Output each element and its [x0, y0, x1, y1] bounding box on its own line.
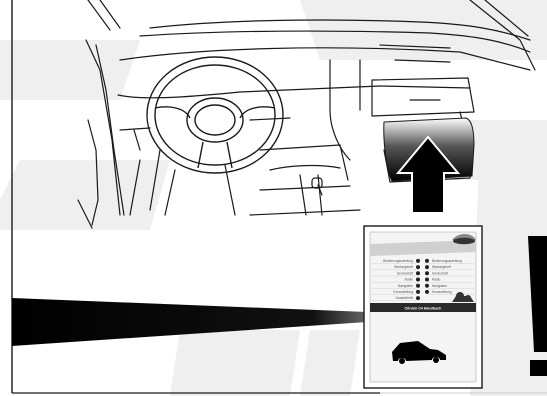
manual-right-item: Serviceheft: [432, 271, 448, 275]
manual-left-bullet-icon: [416, 265, 420, 269]
manual-banner-text: Citroën C4 Handbuch: [405, 306, 442, 310]
manual-booklet: BedienungsanleitungWartungsheftServicehe…: [364, 226, 482, 388]
manual-right-item: Kurzanleitung: [432, 290, 452, 294]
manual-left-bullet-icon: [416, 284, 420, 288]
manual-right-bullet-icon: [425, 278, 429, 282]
manual-left-item: Wartungsheft: [394, 265, 413, 269]
manual-left-item: Bedienungsanleitung: [383, 259, 413, 263]
manual-left-item: Serviceheft: [397, 271, 413, 275]
manual-left-bullet-icon: [416, 278, 420, 282]
manual-right-bullet-icon: [425, 259, 429, 263]
manual-right-bullet-icon: [425, 290, 429, 294]
manual-right-bullet-icon: [425, 284, 429, 288]
manual-left-item: Kurzanleitung: [394, 290, 414, 294]
manual-left-bullet-icon: [416, 271, 420, 275]
manual-left-item: Radio: [405, 278, 414, 282]
manual-left-bullet-icon: [416, 296, 420, 300]
manual-left-item: Garantieheft: [395, 296, 413, 300]
manual-left-bullet-icon: [416, 259, 420, 263]
manual-right-item: Bedienungsanleitung: [432, 259, 462, 263]
manual-right-item: Wartungsheft: [432, 265, 451, 269]
manual-right-item: Radio: [432, 278, 441, 282]
steering-wheel: [147, 57, 283, 173]
manual-left-item: Navigation: [398, 284, 413, 288]
manual-right-bullet-icon: [425, 265, 429, 269]
manual-right-item: Navigation: [432, 284, 447, 288]
manual-left-bullet-icon: [416, 290, 420, 294]
manual-right-bullet-icon: [425, 271, 429, 275]
